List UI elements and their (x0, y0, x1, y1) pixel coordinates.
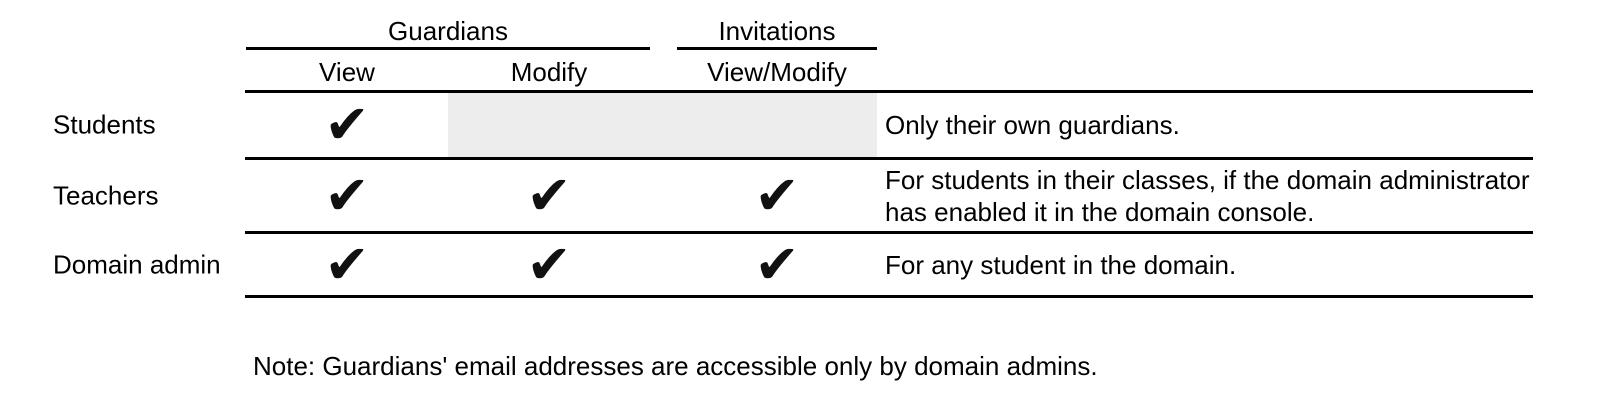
table-row-teachers: Teachers ✔ ✔ ✔ For students in their cla… (0, 160, 1600, 231)
row-label-students: Students (53, 109, 156, 140)
cell-admin-guardians-modify: ✔ (448, 234, 650, 295)
check-icon: ✔ (526, 232, 572, 296)
check-icon: ✔ (324, 232, 370, 296)
check-icon: ✔ (324, 93, 370, 156)
note-students: Only their own guardians. (885, 110, 1180, 140)
check-icon: ✔ (754, 163, 800, 227)
column-group-invitations: Invitations (718, 16, 836, 46)
row-label-domain-admin: Domain admin (53, 249, 221, 279)
cell-students-invitations (677, 93, 877, 157)
cell-teachers-invitations: ✔ (677, 160, 877, 231)
row-label-teachers: Teachers (53, 180, 159, 210)
footnote: Note: Guardians' email addresses are acc… (253, 351, 1098, 381)
check-icon: ✔ (324, 163, 370, 227)
guardians-underline (246, 47, 650, 50)
note-teachers: For students in their classes, if the do… (885, 164, 1530, 227)
table-rule-bottom (245, 295, 1533, 298)
table-row-students: Students ✔ Only their own guardians. (0, 93, 1600, 157)
invitations-underline (677, 47, 877, 50)
restricted-cell-shade (448, 93, 877, 157)
cell-students-guardians-modify (448, 93, 650, 157)
cell-admin-invitations: ✔ (677, 234, 877, 295)
table-rule-header (245, 90, 1533, 93)
table-rule-after-teachers (245, 231, 1533, 234)
table-row-domain-admin: Domain admin ✔ ✔ ✔ For any student in th… (0, 234, 1600, 295)
column-header-view: View (319, 57, 375, 87)
note-domain-admin: For any student in the domain. (885, 249, 1237, 280)
column-header-modify: Modify (510, 57, 588, 87)
cell-teachers-guardians-view: ✔ (246, 160, 448, 231)
check-icon: ✔ (754, 232, 800, 296)
column-group-guardians: Guardians (388, 16, 508, 46)
cell-students-guardians-view: ✔ (246, 93, 448, 157)
table-rule-after-students (245, 157, 1533, 160)
column-header-view-modify: View/Modify (707, 57, 847, 87)
cell-admin-guardians-view: ✔ (246, 234, 448, 295)
cell-teachers-guardians-modify: ✔ (448, 160, 650, 231)
check-icon: ✔ (526, 163, 572, 227)
